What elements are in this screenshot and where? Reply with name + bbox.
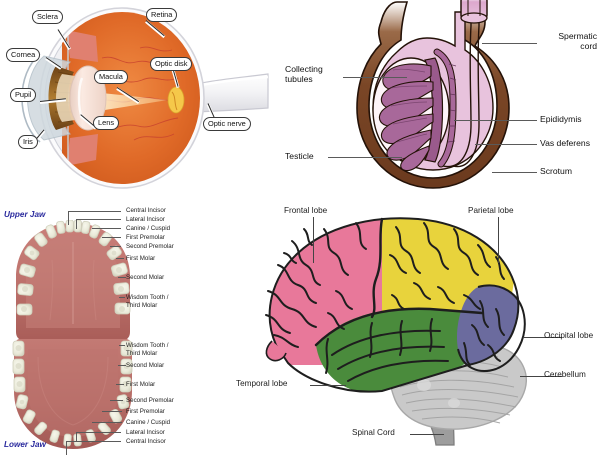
testicle-panel: Collecting tubules Testicle Spermatic co… [285, 0, 600, 195]
eye-label-pupil: Pupil [10, 88, 37, 102]
dental-panel: Upper Jaw Lower Jaw [0, 195, 232, 463]
leader-frontal-lobe [313, 217, 314, 263]
upper-tooth-label-3: First Premolar [126, 234, 165, 241]
leader-u-second-molar [118, 277, 126, 278]
leader-u-wisdom [119, 297, 125, 298]
lower-tooth-label-4: Second Premolar [126, 397, 174, 404]
lower-tooth-label-2: Second Molar [126, 362, 165, 369]
eye-label-sclera: Sclera [32, 10, 63, 24]
leader-l-central-incisor [66, 441, 121, 442]
leader-u-central-incisor [68, 211, 121, 212]
leader-collecting-tubules [343, 77, 407, 78]
leader-l-canine [92, 422, 122, 423]
optic-disk-shape [167, 86, 185, 114]
testicle-illustration [356, 0, 510, 189]
lower-tooth-label-0: Wisdom Tooth / [126, 342, 169, 349]
leader-u-first-premolar [102, 237, 121, 238]
leader-l-second-premolar [110, 400, 123, 401]
lower-tooth-label-5: First Premolar [126, 408, 165, 415]
lower-jaw-label: Lower Jaw [4, 440, 46, 449]
brain-label-temporal-lobe: Temporal lobe [236, 379, 288, 388]
brain-label-frontal-lobe: Frontal lobe [284, 206, 328, 215]
lower-tooth-label-1: Third Molar [126, 350, 158, 357]
lower-tooth-label-6: Canine / Cuspid [126, 419, 171, 426]
upper-arch-illustration [16, 220, 131, 341]
testicle-label-testicle: Testicle [285, 151, 314, 161]
lower-tooth-label-8: Central Incisor [126, 438, 166, 445]
upper-jaw-label: Upper Jaw [4, 210, 46, 219]
leader-spinal-cord [410, 434, 444, 435]
leader-occipital-lobe [524, 337, 562, 338]
spermatic-cord-shape [460, 0, 488, 24]
leader-u-first-molar [116, 258, 124, 259]
leader-cerebellum [520, 376, 562, 377]
lower-arch-illustration [12, 339, 133, 449]
upper-tooth-label-2: Canine / Cuspid [126, 225, 171, 232]
leader-l-first-molar [116, 384, 124, 385]
leader-l-wisdom [119, 345, 125, 346]
eye-label-optic-nerve: Optic nerve [203, 117, 251, 131]
eye-label-optic-disk: Optic disk [150, 57, 193, 71]
leader-l-lateral-incisor [76, 432, 121, 433]
leader-v-u-lateral [76, 219, 77, 229]
upper-tooth-label-8: Third Molar [126, 302, 158, 309]
leader-scrotum [492, 172, 537, 173]
testicle-label-scrotum: Scrotum [540, 166, 572, 176]
leader-testicle [328, 157, 402, 158]
leader-temporal-lobe [310, 385, 346, 386]
leader-u-canine [92, 228, 121, 229]
brain-label-cerebellum: Cerebellum [544, 370, 586, 379]
vas-deferens-shape [442, 6, 480, 168]
leader-epididymis [454, 120, 537, 121]
temporal-lobe-shape [316, 308, 482, 392]
mediastinum-shape [424, 57, 444, 163]
leader-v-l-central [66, 441, 67, 455]
eye-panel: Sclera Cornea Pupil Iris Lens Macula Ret… [0, 0, 270, 195]
leader-spermatic-cord [482, 43, 537, 44]
leader-v-l-lateral [76, 432, 77, 442]
eye-label-retina: Retina [146, 8, 178, 22]
collecting-tubules-line2: tubules [285, 74, 313, 85]
eye-label-macula: Macula [94, 70, 128, 84]
upper-tooth-label-4: Second Premolar [126, 243, 174, 250]
upper-tooth-label-0: Central Incisor [126, 207, 166, 214]
leader-v-u-central [68, 211, 69, 225]
lower-tooth-label-3: First Molar [126, 381, 156, 388]
testicle-label-spermatic-cord: Spermatic cord [539, 31, 597, 52]
leader-u-lateral-incisor [76, 219, 121, 220]
brain-illustration [265, 217, 527, 446]
upper-tooth-label-6: Second Molar [126, 274, 165, 281]
eye-label-cornea: Cornea [6, 48, 41, 62]
leader-l-first-premolar [102, 411, 122, 412]
lower-tooth-label-7: Lateral Incisor [126, 429, 165, 436]
upper-tooth-label-1: Lateral Incisor [126, 216, 165, 223]
upper-tooth-label-5: First Molar [126, 255, 156, 262]
eye-label-lens: Lens [93, 116, 120, 130]
collecting-tubules-shape [378, 63, 434, 172]
brain-label-occipital-lobe: Occipital lobe [544, 331, 594, 340]
brain-label-parietal-lobe: Parietal lobe [468, 206, 514, 215]
spermatic-cord-line1: Spermatic [558, 31, 597, 41]
collecting-tubules-line1: Collecting [285, 64, 323, 74]
testicle-label-epididymis: Epididymis [540, 114, 582, 124]
testicle-label-collecting-tubules: Collecting tubules [285, 64, 323, 85]
eye-label-iris: Iris [18, 135, 38, 149]
leader-parietal-lobe [498, 217, 499, 263]
brain-label-spinal-cord: Spinal Cord [352, 428, 395, 437]
testicle-label-vas-deferens: Vas deferens [540, 138, 591, 148]
leader-vas-deferens [475, 144, 537, 145]
epididymis-shape [433, 48, 457, 168]
leader-l-second-molar [118, 365, 126, 366]
leader-u-second-premolar [110, 246, 121, 247]
brain-panel: Frontal lobe Parietal lobe Occipital lob… [232, 195, 600, 463]
upper-tooth-label-7: Wisdom Tooth / [126, 294, 169, 301]
spermatic-cord-line2: cord [580, 41, 597, 52]
sulci-lines [265, 217, 505, 382]
